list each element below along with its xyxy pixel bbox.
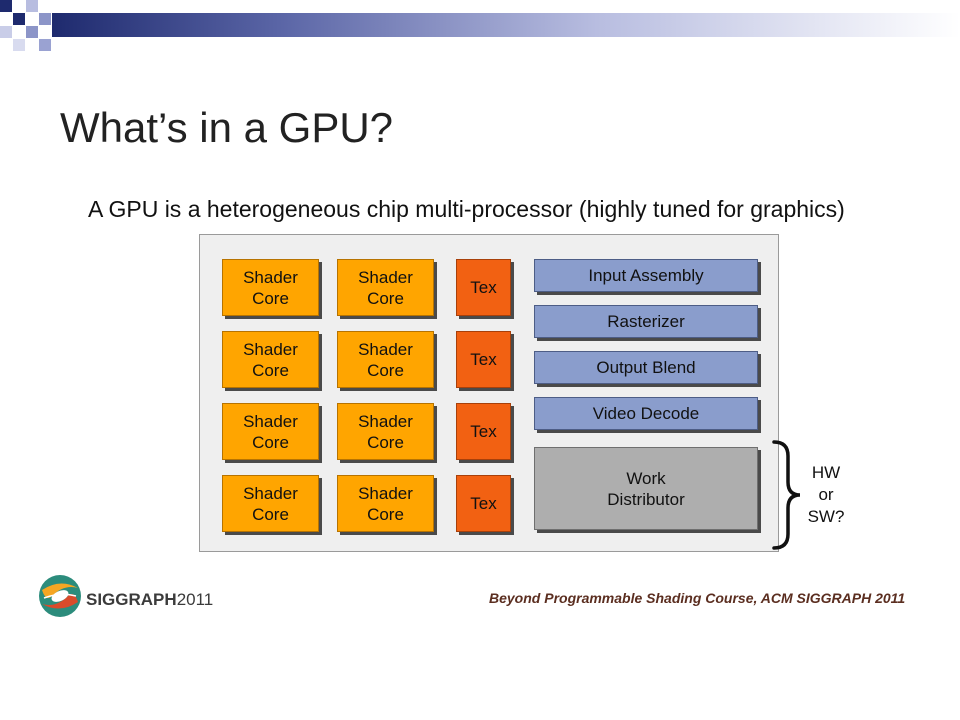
tex-unit-block: Tex: [456, 475, 511, 532]
output-blend-block: Output Blend: [534, 351, 758, 384]
siggraph-logo-text: SIGGRAPH2011: [86, 590, 213, 610]
corner-squares-decoration: [0, 0, 51, 51]
tex-unit-block: Tex: [456, 259, 511, 316]
slide-subtitle: A GPU is a heterogeneous chip multi-proc…: [88, 196, 845, 222]
course-footer: Beyond Programmable Shading Course, ACM …: [489, 590, 906, 606]
video-decode-block: Video Decode: [534, 397, 758, 430]
logo-brand: SIGGRAPH: [86, 590, 177, 609]
slide-title: What’s in a GPU?: [60, 104, 394, 151]
input-assembly-block: Input Assembly: [534, 259, 758, 292]
header-gradient-bar: [52, 13, 960, 37]
tex-unit-block: Tex: [456, 403, 511, 460]
rasterizer-block: Rasterizer: [534, 305, 758, 338]
tex-unit-block: Tex: [456, 331, 511, 388]
logo-year: 2011: [176, 590, 214, 609]
siggraph-logo-icon: [39, 575, 81, 617]
curly-brace-icon: [772, 440, 801, 550]
